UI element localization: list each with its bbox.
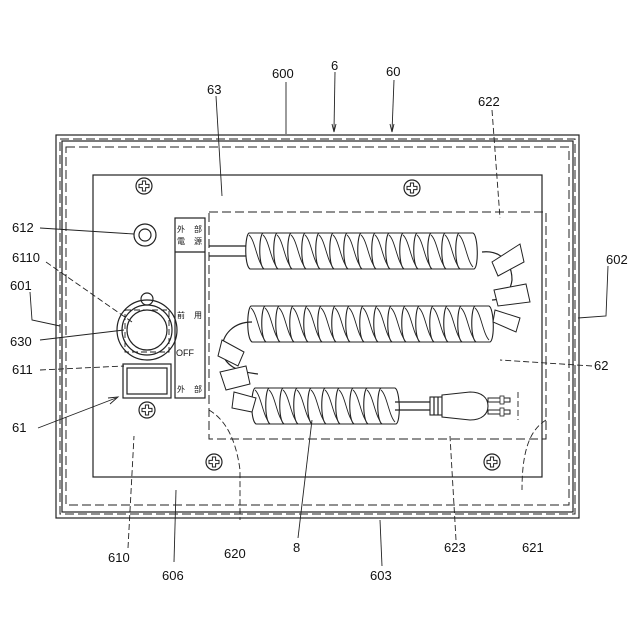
ref-6: 6 — [331, 58, 338, 73]
ref-601: 601 — [10, 278, 32, 293]
ref-622: 622 — [478, 94, 500, 109]
coil-loop — [472, 306, 494, 342]
label-top-left-2: 電 — [177, 237, 185, 246]
switch-assembly — [117, 293, 177, 398]
ref-63: 63 — [207, 82, 221, 97]
label-top-right-2: 源 — [194, 237, 202, 246]
label-mid-right: 用 — [194, 311, 202, 320]
ref-60: 60 — [386, 64, 400, 79]
ref-610: 610 — [108, 550, 130, 565]
label-mid-left: 前 — [177, 310, 185, 320]
ref-602: 602 — [606, 252, 628, 267]
ref-623: 623 — [444, 540, 466, 555]
ref-611: 611 — [12, 362, 33, 377]
plug-icon — [430, 392, 518, 420]
ref-8: 8 — [293, 540, 300, 555]
ref-620: 620 — [224, 546, 246, 561]
ref-621: 621 — [522, 540, 544, 555]
coil-loop — [456, 233, 478, 269]
label-bottom-left: 外 — [177, 384, 185, 394]
label-strip: 外 電 部 源 前 用 OFF 外 部 — [175, 218, 205, 398]
ref-61: 61 — [12, 420, 26, 435]
label-top-left: 外 — [177, 224, 185, 234]
ref-606: 606 — [162, 568, 184, 583]
label-off: OFF — [176, 348, 194, 358]
ref-630: 630 — [10, 334, 32, 349]
label-bottom-right: 部 — [194, 384, 202, 394]
coil-loop — [378, 388, 400, 424]
ref-603: 603 — [370, 568, 392, 583]
indicator-lamp-icon — [134, 224, 156, 246]
ref-600: 600 — [272, 66, 294, 81]
ref-62: 62 — [594, 358, 608, 373]
ref-612: 612 — [12, 220, 34, 235]
label-top-right: 部 — [194, 224, 202, 234]
ref-6110: 6110 — [12, 250, 40, 265]
